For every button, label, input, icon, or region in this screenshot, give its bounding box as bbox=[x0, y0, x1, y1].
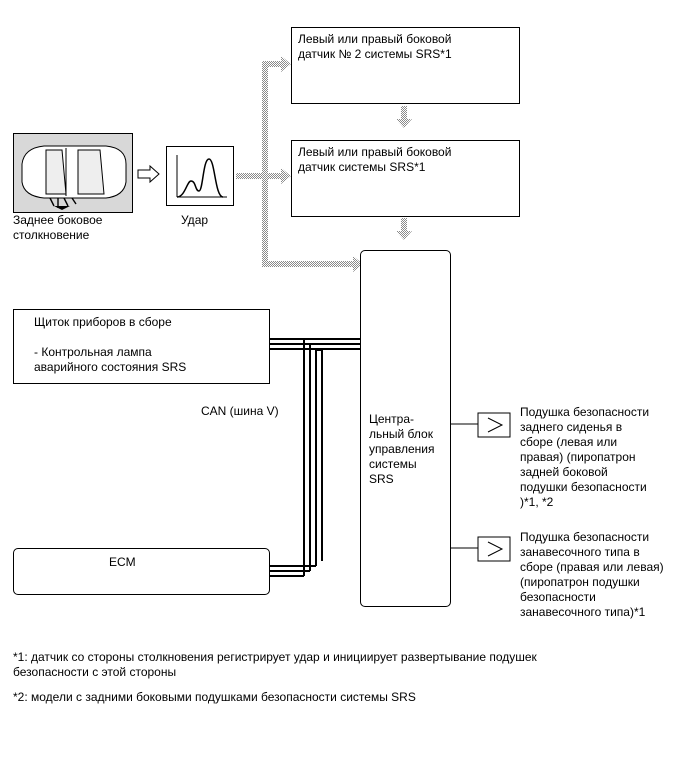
sensor1-line1: Левый или правый боковой bbox=[298, 145, 452, 159]
output-curtain-connector bbox=[451, 536, 511, 562]
sensor2-line1: Левый или правый боковой bbox=[298, 32, 452, 46]
center-unit-line4: системы bbox=[369, 457, 417, 471]
collision-label-line2: столкновение bbox=[13, 228, 90, 242]
rear-seat-airbag-line1: Подушка безопасности bbox=[520, 405, 650, 419]
srs-center-unit-box: Центра- льный блок управления системы SR… bbox=[360, 250, 451, 607]
collision-to-impact-arrow bbox=[137, 164, 160, 184]
collision-label-line1: Заднее боковое bbox=[13, 213, 103, 227]
side-sensor-1-box: Левый или правый боковой датчик системы … bbox=[291, 140, 520, 217]
center-unit-line2: льный блок bbox=[369, 427, 433, 441]
footnote-1-line1: *1: датчик со стороны столкновения регис… bbox=[13, 650, 537, 664]
combination-meter-title: Щиток приборов в сборе bbox=[34, 315, 172, 329]
rear-seat-airbag-line3: сборе (левая или bbox=[520, 435, 618, 449]
center-unit-line5: SRS bbox=[369, 472, 394, 486]
rear-seat-airbag-line5: задней боковой bbox=[520, 465, 608, 479]
side-sensor-2-box: Левый или правый боковой датчик № 2 сист… bbox=[291, 27, 520, 104]
rear-seat-airbag-line2: заднего сиденья в bbox=[520, 420, 623, 434]
ecm-label: ECM bbox=[109, 555, 136, 569]
can-bus-lines bbox=[270, 338, 360, 577]
impact-graph bbox=[166, 146, 234, 206]
curtain-airbag-line5: безопасности bbox=[520, 590, 596, 604]
collision-vehicle-illustration bbox=[13, 133, 133, 213]
footnote-1-line2: безопасности с этой стороны bbox=[13, 665, 177, 679]
impact-pulse-icon bbox=[176, 155, 227, 198]
curtain-airbag-line2: занавесочного типа в bbox=[520, 545, 640, 559]
rear-seat-airbag-line4: правая) (пиропатрон bbox=[520, 450, 636, 464]
ecm-box: ECM bbox=[13, 548, 270, 595]
impact-label: Удар bbox=[181, 213, 209, 227]
srs-warning-lamp-line1: - Контрольная лампа bbox=[34, 345, 152, 359]
center-unit-line1: Центра- bbox=[369, 412, 415, 426]
rear-seat-airbag-line6: подушки безопасности bbox=[520, 480, 647, 494]
dotted-signal-path bbox=[236, 56, 412, 272]
curtain-airbag-line6: занавесочного типа)*1 bbox=[520, 605, 646, 619]
footnote-2: *2: модели с задними боковыми подушками … bbox=[13, 690, 416, 704]
rear-seat-airbag-line7: )*1, *2 bbox=[520, 495, 554, 509]
sensor1-line2: датчик системы SRS*1 bbox=[298, 160, 426, 174]
curtain-airbag-line1: Подушка безопасности bbox=[520, 530, 650, 544]
srs-warning-lamp-line2: аварийного состояния SRS bbox=[34, 360, 187, 374]
output-rear-seat-connector bbox=[451, 412, 511, 438]
center-unit-line3: управления bbox=[369, 442, 435, 456]
curtain-airbag-line3: сборе (правая или левая) bbox=[520, 560, 664, 574]
curtain-airbag-line4: (пиропатрон подушки bbox=[520, 575, 640, 589]
can-bus-label: CAN (шина V) bbox=[201, 404, 279, 418]
combination-meter-box: Щиток приборов в сборе - Контрольная лам… bbox=[13, 309, 270, 384]
sensor2-line2: датчик № 2 системы SRS*1 bbox=[298, 47, 452, 61]
car-top-view-icon bbox=[14, 134, 132, 212]
